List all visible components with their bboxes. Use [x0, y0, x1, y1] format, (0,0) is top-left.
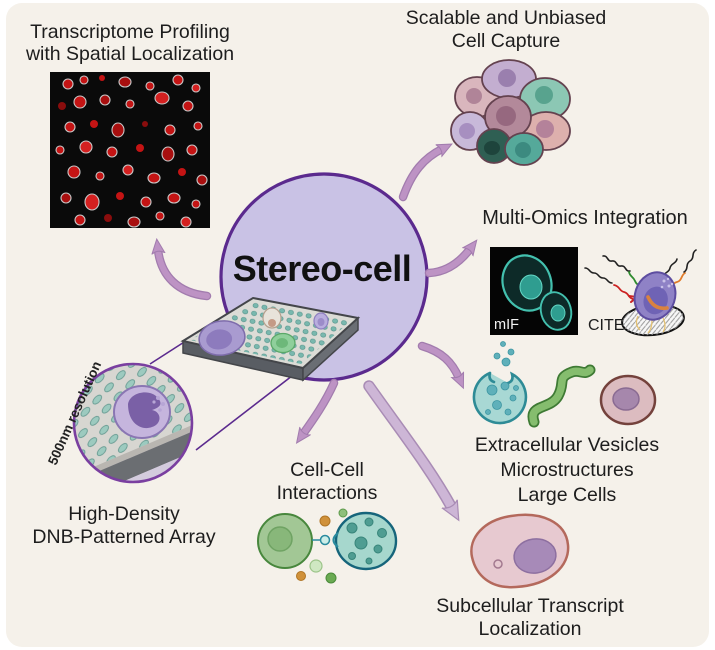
arrow-to-transcriptome: [158, 250, 212, 301]
large-cell: [599, 374, 657, 426]
transcriptome-image: [50, 72, 210, 228]
cell-capture-label-line1: Scalable and Unbiased: [406, 7, 607, 29]
chip-cell-beige: [262, 307, 282, 329]
vesicle-releasing-cell: [472, 341, 528, 425]
arrow-to-cell-capture: [398, 149, 442, 202]
chip-cell-green: [270, 332, 296, 354]
multi-omics-label: Multi-Omics Integration: [482, 207, 688, 229]
cite-bead-strands: [635, 315, 666, 334]
arrow-to-cell-cell: [303, 378, 339, 434]
cell-capture-label-line2: Cell Capture: [452, 30, 560, 52]
arrow-to-subcellular: [363, 380, 452, 508]
transcriptome-label-line1: Transcriptome Profiling: [30, 21, 230, 43]
signal-molecules: [296, 508, 348, 584]
cell-cell-label-line2: Interactions: [277, 482, 378, 504]
chip-cell-lavender: [313, 312, 329, 330]
vesicles-illustration: [472, 341, 657, 428]
arrow-to-vesicles: [417, 341, 459, 378]
red-cells-group: [55, 74, 208, 228]
receptor-ligand-link: [312, 532, 339, 548]
cite-label: CITE: [588, 317, 624, 334]
vesicles-label-line2: Microstructures: [500, 459, 634, 481]
chip-cell-purple: [198, 320, 246, 356]
teal-cell: [334, 511, 398, 571]
center-title: Stereo-cell: [233, 248, 412, 289]
subcellular-label-line1: Subcellular Transcript: [436, 595, 624, 617]
vesicles-label-line1: Extracellular Vesicles: [475, 434, 659, 456]
dnb-array-label-line1: High-Density: [68, 503, 180, 525]
dnb-array-label-line2: DNB-Patterned Array: [32, 526, 215, 548]
stereo-chip: [180, 296, 361, 382]
subcellular-label-line2: Localization: [479, 618, 582, 640]
mif-image: [490, 247, 578, 335]
cell-cell-label-line1: Cell-Cell: [290, 459, 364, 481]
microstructure-worm: [527, 364, 596, 428]
cell-cluster: [450, 59, 571, 166]
mif-label: mIF: [494, 317, 519, 333]
cite-illustration: [584, 249, 697, 337]
cite-cell-speckles: [660, 277, 674, 289]
magnified-cell: [113, 385, 171, 439]
arrow-to-multi-omics: [424, 249, 470, 278]
vesicles-label-line3: Large Cells: [518, 484, 617, 506]
transcriptome-label-line2: with Spatial Localization: [25, 43, 234, 65]
cell-cell-illustration: [257, 508, 398, 584]
subcellular-illustration: [470, 513, 570, 589]
arrows-group: [158, 149, 470, 508]
